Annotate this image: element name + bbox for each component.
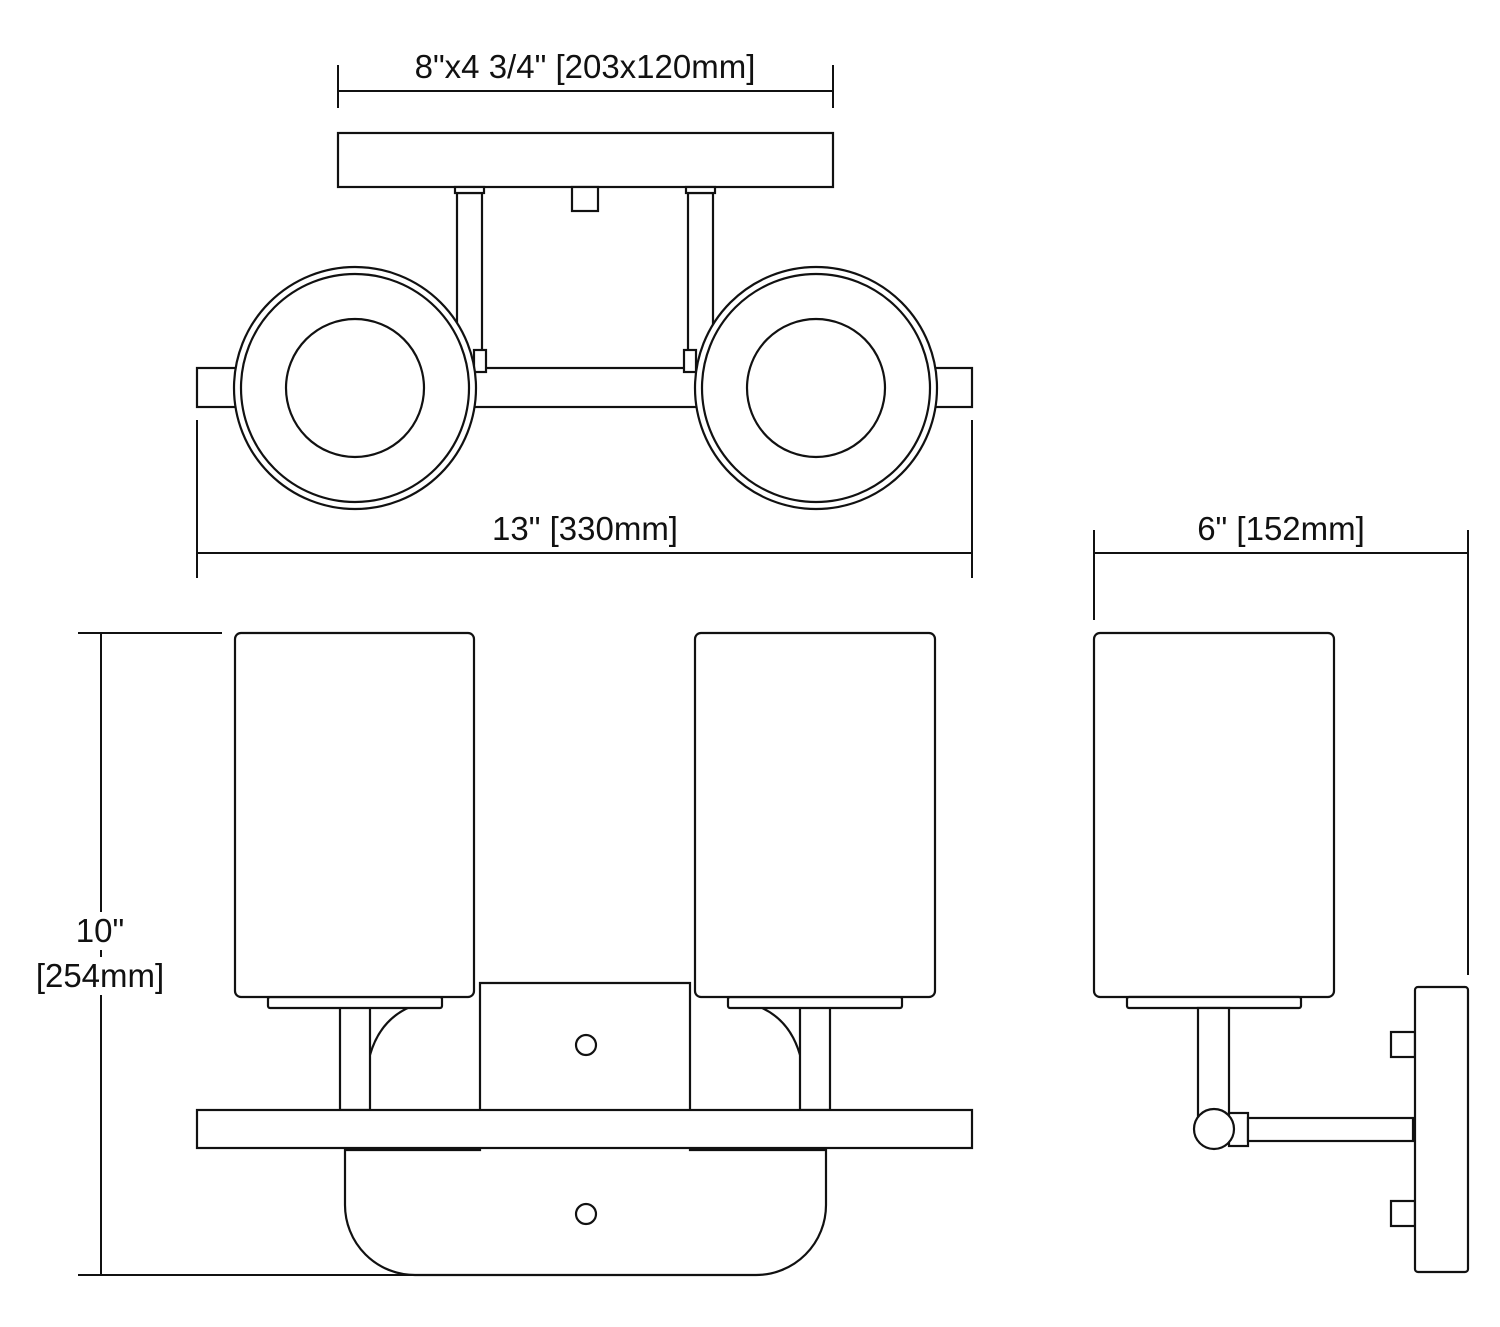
top-view [195, 65, 974, 578]
shade-top-left [232, 265, 478, 511]
width-dimension-label: 13" [330mm] [492, 510, 678, 547]
height-dimension-label-mm: [254mm] [35, 957, 165, 995]
post-right [682, 185, 717, 374]
stem-right [798, 1005, 832, 1112]
shade-right [693, 631, 937, 999]
side-view [1092, 530, 1470, 1274]
post-left [453, 185, 488, 374]
shade-top-right [693, 265, 939, 511]
curved-arms [368, 1005, 802, 1056]
canopy-dimension-label: 8"x4 3/4" [203x120mm] [414, 48, 756, 85]
stem-left [338, 1005, 372, 1112]
backplate-knob-bottom [1389, 1199, 1417, 1228]
mounting-hole-bottom [574, 1202, 598, 1226]
stem-side [1196, 1006, 1231, 1125]
canopy [336, 131, 835, 189]
arm-side [1246, 1116, 1415, 1143]
front-crossbar [195, 1108, 974, 1150]
collar-left [266, 995, 444, 1010]
backplate-knob-top [1389, 1030, 1417, 1059]
height-dimension-line [78, 632, 480, 1276]
canopy-dimension-line [337, 65, 834, 108]
height-dimension-label-in: 10" [75, 912, 125, 950]
depth-dimension-line [1093, 530, 1469, 975]
depth-dimension-label: 6" [152mm] [1197, 510, 1365, 547]
shade-left [233, 631, 476, 999]
front-view [78, 631, 974, 1277]
canopy-screw [570, 185, 600, 213]
width-dimension-line [196, 420, 973, 578]
pivot-ball [1192, 1107, 1236, 1151]
collar-right [726, 995, 904, 1010]
backplate-side [1413, 985, 1470, 1274]
mounting-hole-top [574, 1033, 598, 1057]
collar-side [1125, 995, 1303, 1010]
shade-side [1092, 631, 1336, 999]
